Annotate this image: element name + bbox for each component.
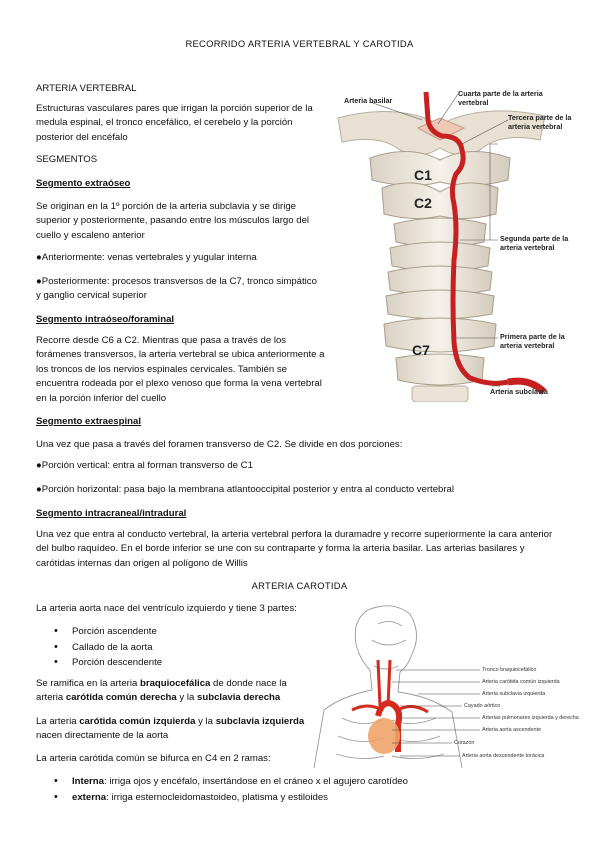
extraoseo-title: Segmento extraóseo (36, 178, 131, 189)
label-subclavia-izquierda: Arteria subclavia izquierda (482, 691, 546, 697)
label-carotida-comun-izquierda: Arteria carótida común izquierda (482, 679, 560, 685)
c2-label: C2 (414, 195, 432, 211)
braquiocefalica-paragraph: Se ramifica en la arteria braquiocefálic… (36, 678, 287, 704)
extraoseo-text: Se originan en la 1º porción de la arter… (36, 201, 310, 241)
intradural-title: Segmento intracraneal/intradural (36, 508, 187, 519)
section-heading-carotida: ARTERIA CAROTIDA (251, 580, 348, 591)
label-cayado-aortico: Cayado aórtico (464, 703, 501, 709)
anterior-relation: ●Anteriormente: venas vertebrales y yugu… (36, 252, 257, 263)
list-item: externa: irriga esternocleidomastoideo, … (36, 790, 566, 806)
page-title: RECORRIDO ARTERIA VERTEBRAL Y CAROTIDA (185, 38, 414, 49)
label-arteria-basilar: Arteria basilar (344, 96, 393, 105)
segments-label: SEGMENTOS (36, 154, 98, 165)
list-item: Callado de la aorta (36, 640, 306, 656)
label-aorta-ascendente: Arteria aorta ascendente (482, 727, 542, 733)
label-arterias-pulmonares: Arterias pulmonares izquierda y derecha (482, 715, 579, 721)
ramas-list: Interna: irriga ojos y encéfalo, insertá… (36, 774, 566, 805)
c7-label: C7 (412, 342, 430, 358)
bifurcacion-paragraph: La arteria carótida común se bifurca en … (36, 753, 271, 764)
aorta-parts-list: Porción ascendente Callado de la aorta P… (36, 624, 306, 671)
extraespinal-title: Segmento extraespinal (36, 416, 142, 427)
carotida-intro: La arteria aorta nace del ventrículo izq… (36, 603, 297, 614)
label-aorta-descendente: Arteria aorta descendente torácica (462, 753, 545, 759)
vertical-portion: ●Porción vertical: entra al forman trans… (36, 460, 253, 471)
foraminal-text: Recorre desde C6 a C2. Mientras que pasa… (36, 335, 325, 404)
list-item: Porción descendente (36, 655, 306, 671)
label-tercera-parte: Tercera parte de la arteria vertebral (508, 113, 572, 131)
carotid-artery-figure: Tronco braquiocefálico Arteria carótida … (312, 600, 596, 770)
extraespinal-text: Una vez que pasa a través del foramen tr… (36, 439, 403, 450)
c1-label: C1 (414, 167, 432, 183)
label-arteria-subclavia: Arteria subclavia (490, 387, 548, 396)
foraminal-title: Segmento intraóseo/foraminal (36, 314, 175, 325)
label-segunda-parte: Segunda parte de la arteria vertebral (500, 234, 569, 252)
cervical-spine-illustration: C1 C2 C7 (337, 91, 547, 403)
section-heading-vertebral: ARTERIA VERTEBRAL (36, 83, 137, 94)
label-tronco-braquiocefalico: Tronco braquiocefálico (482, 667, 537, 673)
torso-illustration (313, 605, 480, 769)
vertebral-intro: Estructuras vasculares pares que irrigan… (36, 103, 313, 143)
label-primera-parte: Primera parte de la arteria vertebral (500, 332, 565, 350)
posterior-relation: ●Posteriormente: procesos transversos de… (36, 276, 317, 302)
carotida-izquierda-paragraph: La arteria carótida común izquierda y la… (36, 716, 305, 742)
intradural-text: Una vez que entra al conducto vertebral,… (36, 529, 553, 569)
vertebral-artery-figure: C1 C2 C7 Arteria basilar Cuarta parte de… (330, 80, 588, 403)
horizontal-portion: ●Porción horizontal: pasa bajo la membra… (36, 484, 455, 495)
list-item: Interna: irriga ojos y encéfalo, insertá… (36, 774, 566, 790)
label-corazon: Corazón (454, 740, 475, 746)
label-cuarta-parte: Cuarta parte de la arteria vertebral (458, 89, 543, 107)
list-item: Porción ascendente (36, 624, 306, 640)
